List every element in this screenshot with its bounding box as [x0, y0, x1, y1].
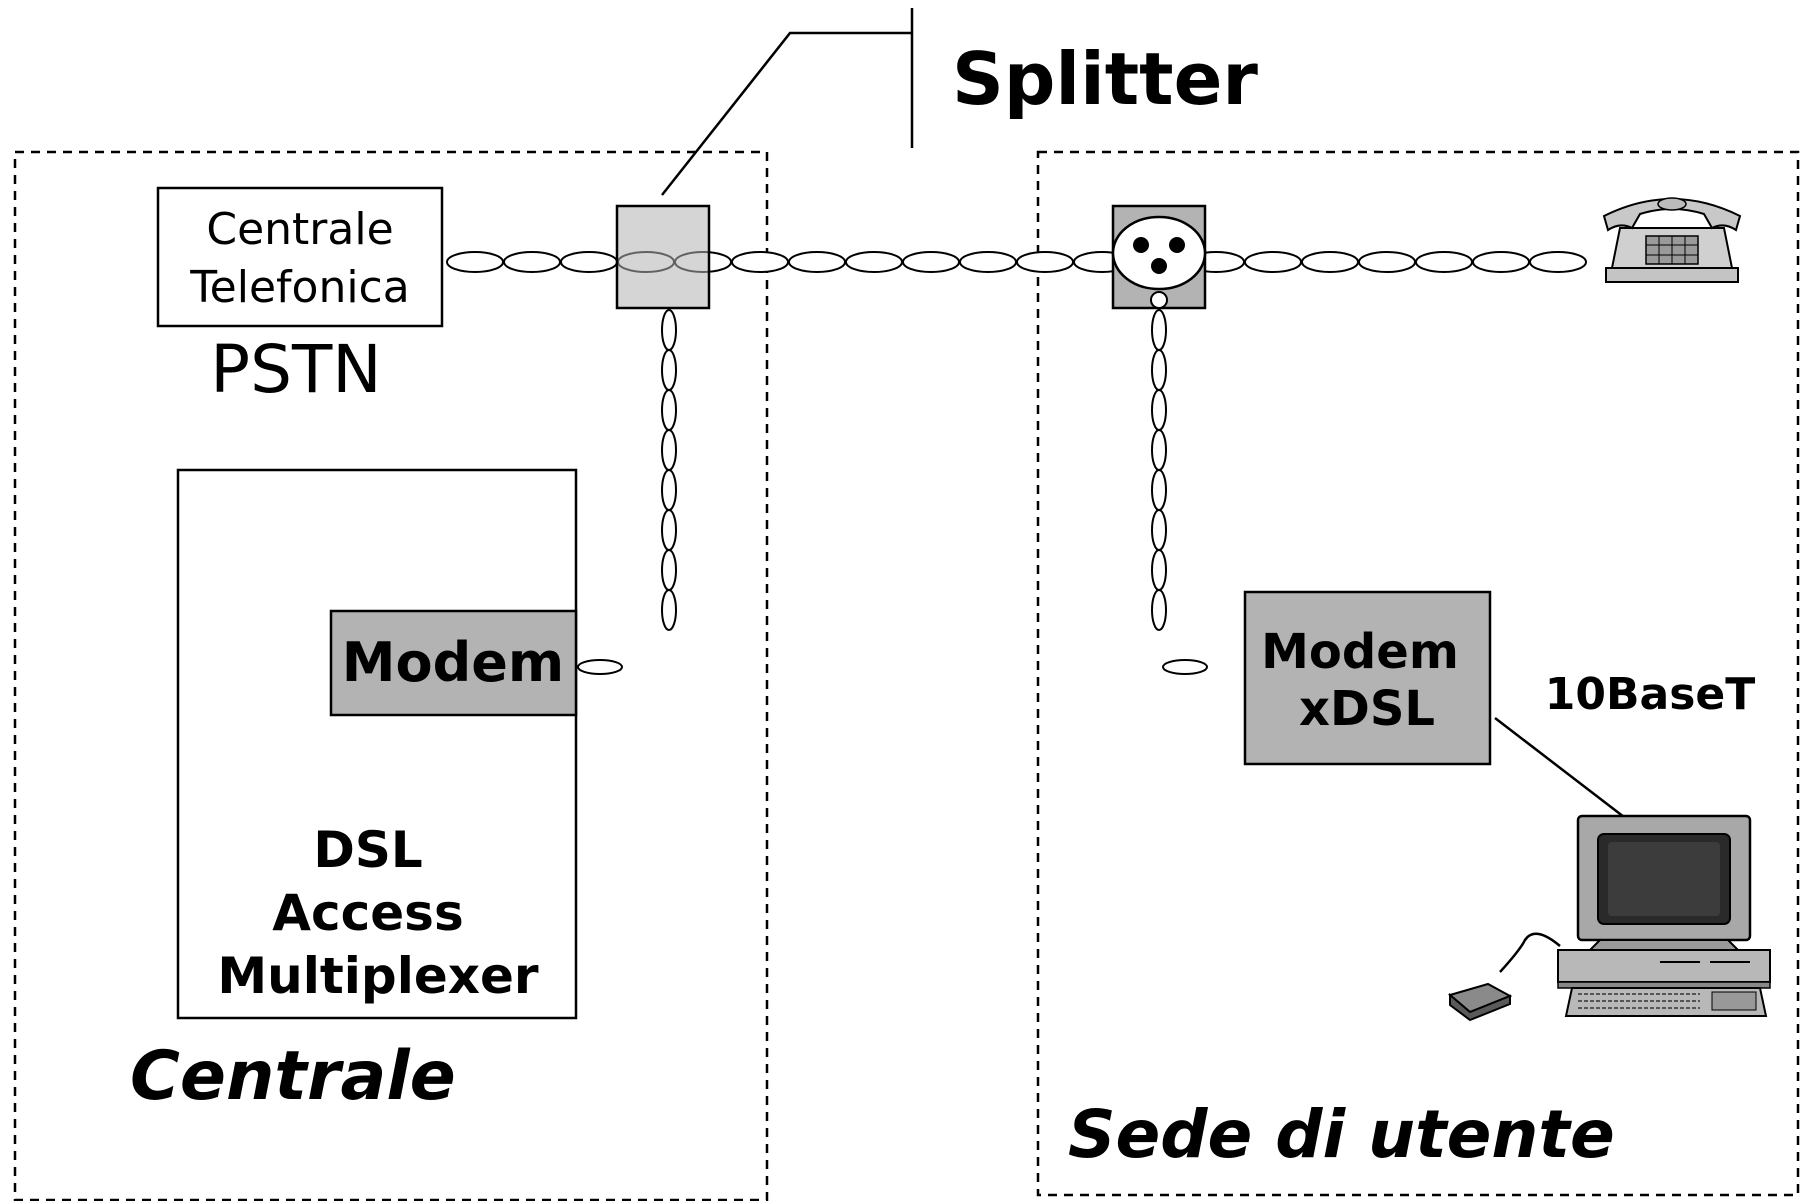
user-modem-link-wire [1162, 659, 1208, 675]
wire-link [503, 251, 561, 273]
centrale-zone-label: Centrale [130, 1037, 456, 1116]
wire-link [661, 589, 677, 631]
user-modem-label-line2: xDSL [1299, 681, 1435, 737]
wire-link [731, 251, 789, 273]
ethernet-cable [1494, 717, 1625, 818]
wire-link [902, 251, 960, 273]
wire-link [661, 349, 677, 391]
mouse-icon [1447, 982, 1513, 1022]
dslam-label-line3: Multiplexer [217, 947, 539, 1005]
wire-link [1244, 251, 1302, 273]
centrale-telefonica-label-line2: Telefonica [189, 262, 409, 313]
wire-link [446, 251, 504, 273]
user-socket-modem-wire [1151, 309, 1167, 631]
dslam-box [176, 468, 578, 1020]
wire-link [1151, 509, 1167, 551]
wire-link [1151, 469, 1167, 511]
splitter-label: Splitter [952, 37, 1258, 121]
splitter-leader-line [661, 31, 912, 196]
wire-link [661, 389, 677, 431]
wire-link [1472, 251, 1530, 273]
wire-link [661, 469, 677, 511]
central-modem-link-wire [577, 659, 623, 675]
mouse-cord [1499, 932, 1561, 973]
central-splitter-modem-wire [661, 309, 677, 631]
wire-link [661, 549, 677, 591]
wire-link [1151, 309, 1167, 351]
wire-link [1529, 251, 1587, 273]
central-splitter-box [615, 204, 711, 310]
wire-link [1415, 251, 1473, 273]
wire-link [577, 659, 623, 675]
wire-link [1151, 549, 1167, 591]
telephone-icon [1602, 197, 1742, 283]
wire-link [560, 251, 618, 273]
central-modem-label: Modem [342, 631, 564, 694]
centrale-zone-border [13, 150, 769, 1201]
wire-link [1151, 349, 1167, 391]
centrale-telefonica-box [156, 186, 444, 328]
wire-link [959, 251, 1017, 273]
wire-link [1151, 429, 1167, 471]
wire-link [661, 429, 677, 471]
wire-link [661, 309, 677, 351]
wire-link [1162, 659, 1208, 675]
wire-link [1151, 389, 1167, 431]
wire-link [1358, 251, 1416, 273]
ethernet-label: 10BaseT [1545, 669, 1756, 720]
wire-link [661, 509, 677, 551]
user-zone-border [1036, 150, 1800, 1197]
wire-link [1016, 251, 1074, 273]
dslam-label-line1: DSL [313, 821, 422, 879]
pstn-label: PSTN [210, 331, 381, 408]
dslam-label-line2: Access [272, 884, 463, 942]
wall-socket-icon [1111, 204, 1207, 310]
wire-link [1301, 251, 1359, 273]
centrale-telefonica-label-line1: Centrale [206, 204, 393, 255]
user-modem-label-line1: Modem [1261, 624, 1459, 680]
user-modem-xdsl-box [1243, 590, 1492, 766]
wire-link [1151, 589, 1167, 631]
wire-link [845, 251, 903, 273]
wire-link [788, 251, 846, 273]
user-zone-label: Sede di utente [1068, 1096, 1615, 1173]
computer-icon [1557, 814, 1771, 1017]
central-modem-box [329, 609, 578, 717]
